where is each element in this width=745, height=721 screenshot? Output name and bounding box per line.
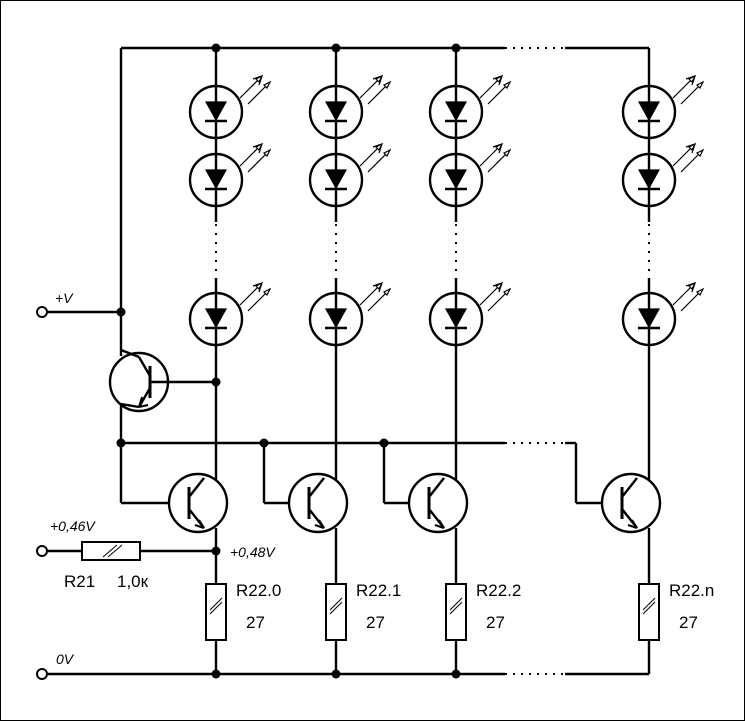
terminal-icon (36, 306, 48, 318)
resistor-value-label: 27 (486, 613, 505, 632)
input-resistor-value: 1,0к (117, 572, 149, 591)
supply-terminal-label: +V (55, 290, 74, 306)
resistor-icon (205, 583, 227, 641)
resistor-ref-label: R22.2 (476, 581, 521, 600)
resistor-value-label: 27 (679, 613, 698, 632)
resistor-value-label: 27 (366, 613, 385, 632)
led-icon (188, 142, 272, 208)
led-icon (621, 74, 705, 140)
resistor-icon (81, 541, 141, 561)
input-terminal-label: +0,46V (50, 518, 96, 534)
junction-dots (116, 43, 461, 679)
terminal-icon (36, 668, 48, 680)
led-chain-ellipsis (215, 218, 650, 282)
ground-terminal-label: 0V (56, 651, 75, 667)
led-icon (308, 142, 392, 208)
npn-transistor-icon (167, 472, 229, 534)
resistor-icon (325, 583, 347, 641)
emitter-voltage-label: +0,48V (230, 544, 276, 560)
input-resistor-ref: R21 (64, 572, 95, 591)
resistor-ref-label: R22.1 (356, 581, 401, 600)
led-icon (428, 281, 512, 347)
npn-transistor-icon (407, 472, 469, 534)
terminal-icon (36, 545, 48, 557)
resistor-ref-label: R22.0 (236, 581, 281, 600)
led-icon (188, 281, 272, 347)
led-icon (621, 142, 705, 208)
led-icon (308, 281, 392, 347)
npn-transistor-icon (600, 472, 662, 534)
resistor-icon (638, 583, 660, 641)
resistor-ref-label: R22.n (669, 581, 714, 600)
npn-transistor-icon (287, 472, 349, 534)
led-icon (428, 74, 512, 140)
led-icon (428, 142, 512, 208)
resistor-value-label: 27 (246, 613, 265, 632)
resistor-icon (445, 583, 467, 641)
led-icon (188, 74, 272, 140)
led-icon (621, 281, 705, 347)
led-icon (308, 74, 392, 140)
